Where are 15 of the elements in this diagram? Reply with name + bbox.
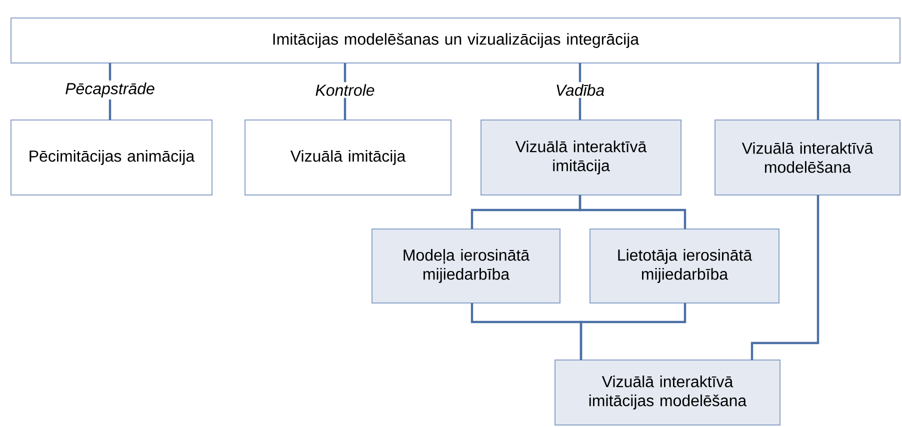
edge-label: Vadība <box>553 82 607 98</box>
connector <box>578 195 686 229</box>
process-box: Vizuālā interaktīvā imitācija <box>480 120 682 196</box>
connector <box>750 195 820 360</box>
process-box: Modeļa ierosinātā mijiedarbība <box>372 228 560 304</box>
process-box: Vizuālā interaktīvā imitācijas modelēšana <box>554 360 780 426</box>
process-box: Lietotāja ierosinātā mijiedarbība <box>590 228 780 304</box>
process-box: Pēcimitācijas animācija <box>10 120 212 196</box>
connector <box>580 303 686 360</box>
process-box: Vizuālā imitācija <box>244 120 452 196</box>
connector <box>816 63 820 120</box>
edge-label: Pēcapstrāde <box>63 80 157 100</box>
edge-label: Kontrole <box>313 82 377 98</box>
process-box: Vizuālā interaktīvā modelēšana <box>714 120 900 196</box>
process-box: Imitācijas modelēšanas un vizualizācijas integrācija <box>10 18 900 64</box>
